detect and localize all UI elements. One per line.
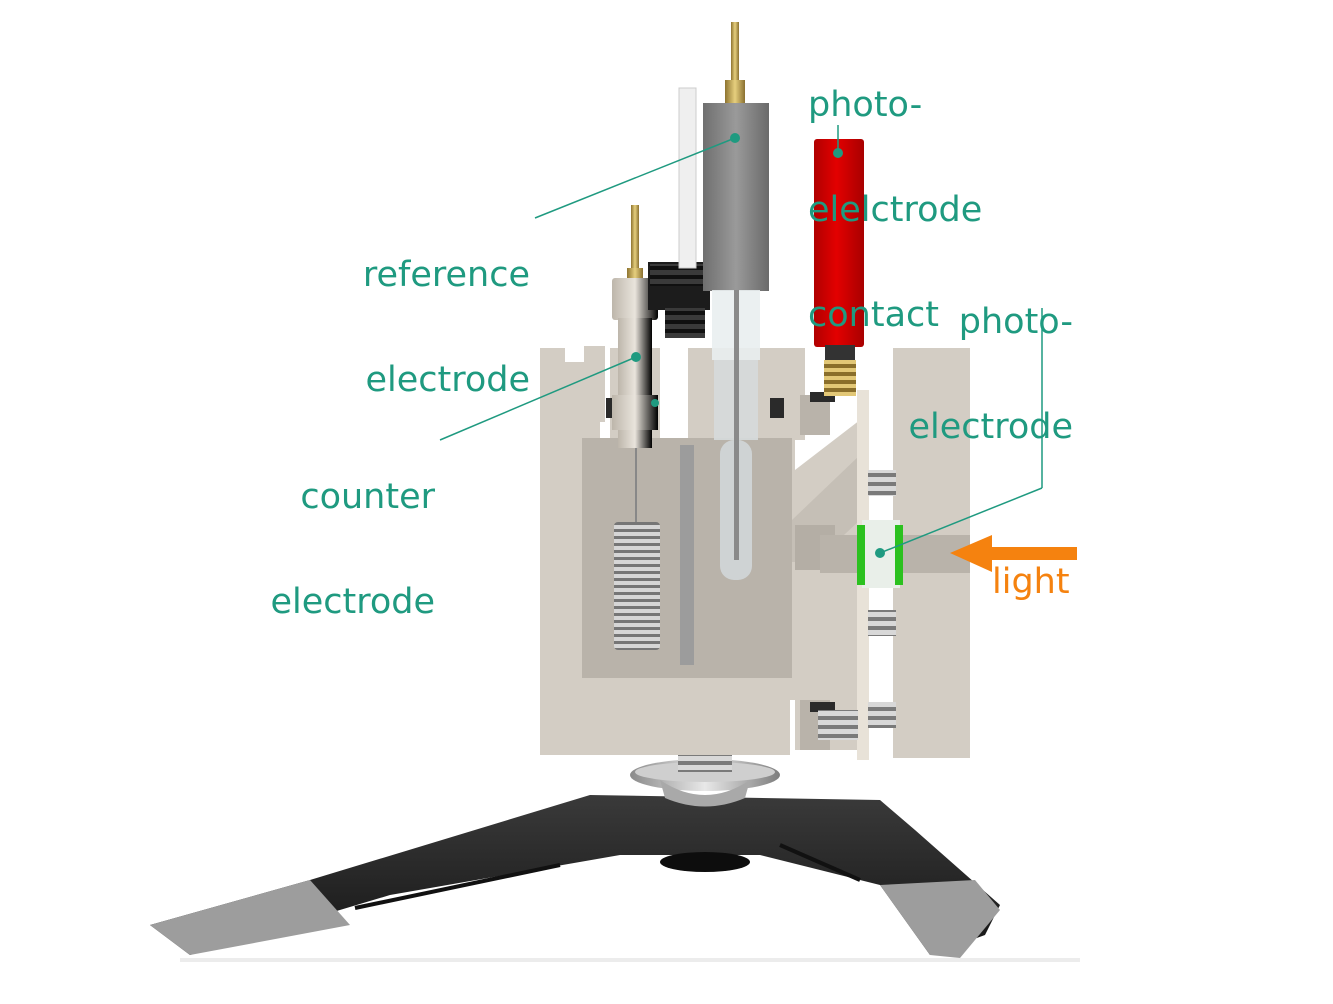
- leader-lines: [439, 125, 1043, 554]
- photoelectrode-contact-line-1: photo-: [808, 85, 923, 125]
- photoelectrode-seal: [857, 525, 865, 585]
- photoelectrode-contact-line-3: contact: [808, 295, 939, 335]
- light-arrow: [950, 535, 1077, 572]
- gas-tube: [678, 87, 697, 269]
- reference-electrode-line-2: electrode: [365, 360, 530, 400]
- clamp-plate: [818, 348, 970, 760]
- working-wire: [680, 445, 694, 665]
- contact-dot: [833, 148, 843, 158]
- ground-shadow: [180, 958, 1080, 962]
- reference-dot: [730, 133, 740, 143]
- tripod-stand: [150, 795, 1000, 958]
- light-label: light: [992, 562, 1070, 602]
- photoelectrode-line-1: photo-: [958, 302, 1073, 342]
- photoelectrode-contact-line-2: elelctrode: [808, 190, 983, 230]
- counter-dot: [631, 352, 641, 362]
- port-fitting: [648, 262, 710, 338]
- photoelectrode-contact-label: photo- elelctrode contact: [808, 18, 982, 368]
- cell-body: [540, 346, 860, 755]
- ring-dot: [651, 399, 659, 407]
- photoelectrode-line-2: electrode: [908, 407, 1073, 447]
- photoelectrode-dot: [875, 548, 885, 558]
- counter-electrode-label: counter electrode: [235, 410, 435, 655]
- reference-electrode-part: [703, 22, 769, 580]
- right-foot: [880, 880, 1000, 958]
- counter-electrode-line-2: electrode: [270, 582, 435, 622]
- reference-electrode-line-1: reference: [362, 255, 530, 295]
- counter-electrode-part: [612, 205, 660, 650]
- photoelectrode-label: photo- electrode: [870, 235, 1073, 480]
- left-foot: [150, 880, 350, 955]
- counter-electrode-line-1: counter: [300, 477, 435, 517]
- photoelectrode-contact-part: [814, 139, 864, 396]
- reference-electrode-label: reference electrode: [330, 188, 530, 433]
- counter-electrode-coil: [614, 522, 660, 650]
